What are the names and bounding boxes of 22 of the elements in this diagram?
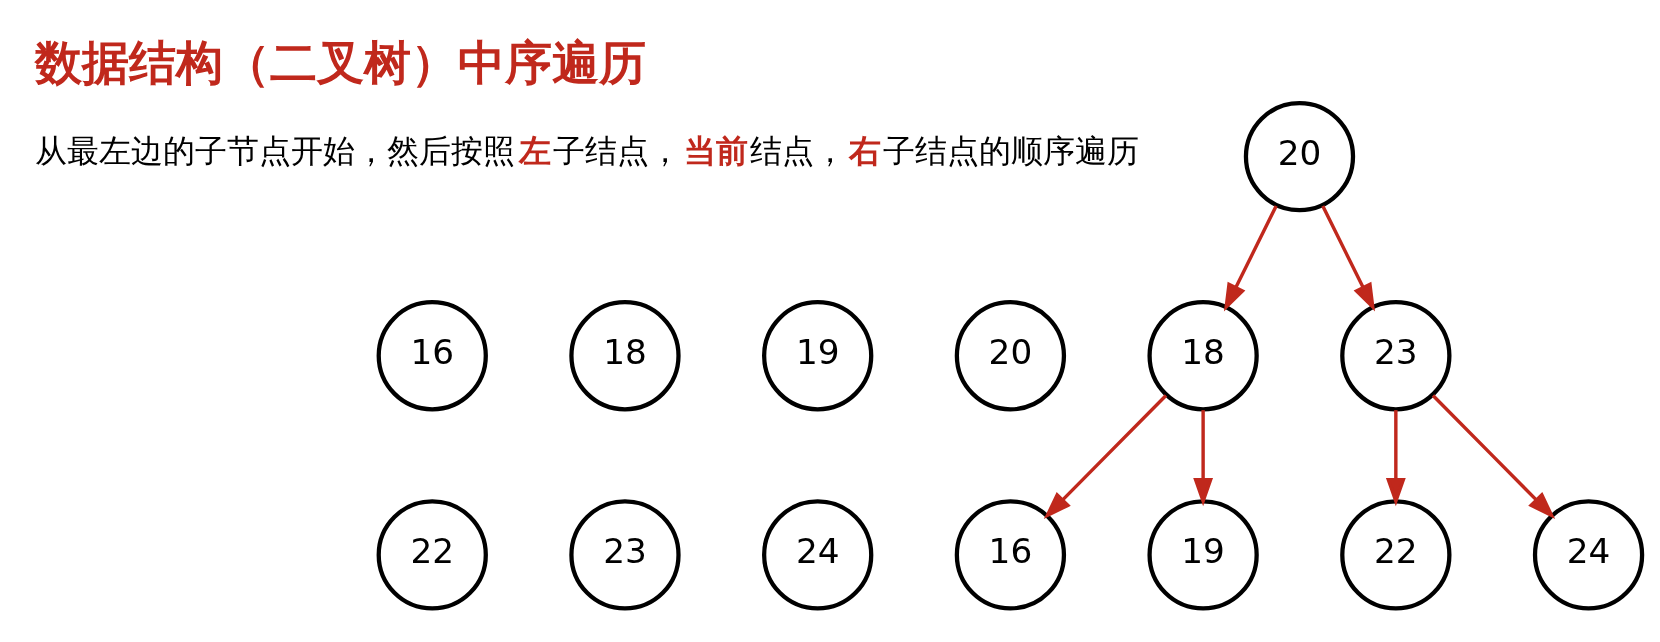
node-circle: 23 xyxy=(1340,299,1452,411)
diagram-title: 数据结构（二叉树）中序遍历 xyxy=(35,34,647,90)
arrow xyxy=(1431,393,1556,519)
arrow xyxy=(1223,204,1278,312)
node-circle: 18 xyxy=(569,299,681,411)
node-circle: 24 xyxy=(762,498,874,611)
node-circle: 16 xyxy=(954,498,1067,611)
node-circle: 24 xyxy=(1532,498,1645,611)
node-circle: 22 xyxy=(1340,498,1452,611)
node-circle: 23 xyxy=(569,498,681,611)
node-circle: 22 xyxy=(376,498,488,611)
node-circle: 19 xyxy=(1147,498,1259,611)
node-circle: 16 xyxy=(376,299,488,411)
arrow xyxy=(1385,409,1406,506)
node-circle: 20 xyxy=(954,299,1067,411)
node-circle: 18 xyxy=(1147,299,1259,411)
arrow xyxy=(1193,409,1214,506)
arrow xyxy=(1043,393,1168,519)
label: 从最左边的子节点开始，然后按照左子结点，当前结点，右子结点的顺序遍历 xyxy=(35,131,1139,170)
node-circle: 20 xyxy=(1243,100,1356,212)
arrow xyxy=(1321,204,1376,312)
node-circle: 19 xyxy=(762,299,874,411)
